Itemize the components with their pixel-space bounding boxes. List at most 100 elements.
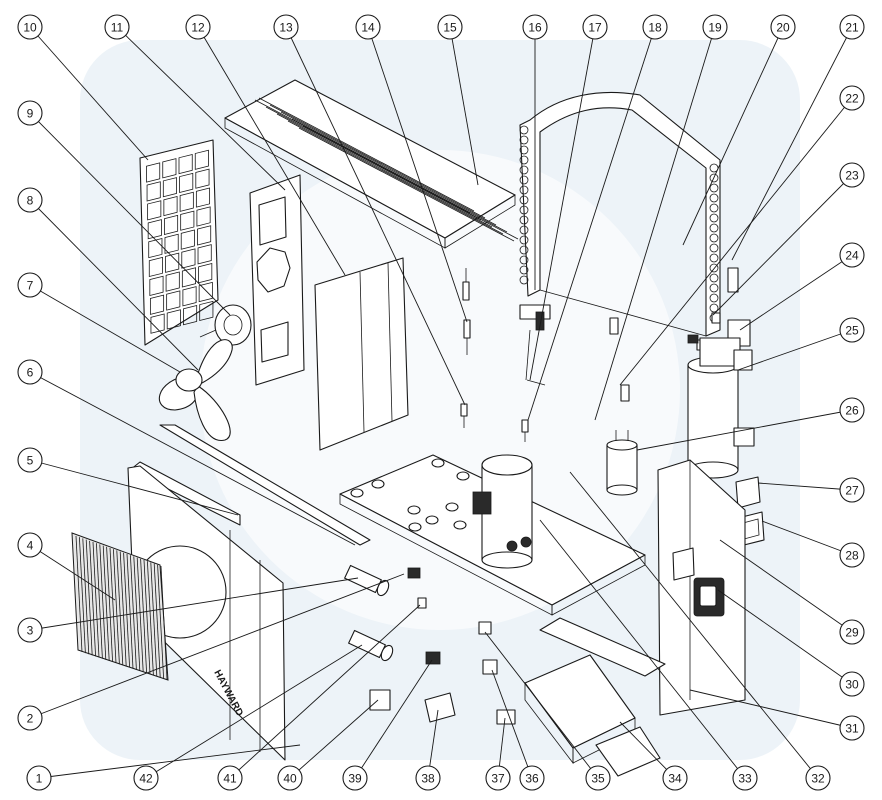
grille-cell xyxy=(148,256,163,278)
callout-circle-40 xyxy=(277,765,303,791)
grille-cell xyxy=(197,244,212,265)
callout-label-5: 5 xyxy=(27,454,34,468)
grille-slat xyxy=(116,550,124,666)
fan-bracket-panel xyxy=(249,174,305,386)
grille-slat xyxy=(109,547,117,664)
front-grille xyxy=(71,532,169,681)
grille-cell xyxy=(198,281,213,303)
callout-label-10: 10 xyxy=(23,21,37,35)
callout-label-23: 23 xyxy=(845,169,859,183)
grille-slat xyxy=(102,545,110,661)
grille-cell xyxy=(182,286,197,307)
callout-label-37: 37 xyxy=(491,772,505,786)
side-panel xyxy=(657,459,746,716)
grille-cell xyxy=(147,219,162,240)
grille-cell xyxy=(146,181,161,202)
callout-circle-12 xyxy=(185,14,211,40)
base-plate xyxy=(539,617,666,677)
coil-bend xyxy=(519,265,529,275)
trim-rails xyxy=(129,424,371,546)
grille-slat xyxy=(140,558,147,673)
callout-circle-7 xyxy=(17,272,43,298)
coil-bend xyxy=(519,125,529,135)
callout-label-16: 16 xyxy=(528,21,542,35)
callout-circle-41 xyxy=(217,765,243,791)
pan-hole xyxy=(350,488,364,498)
callout-label-42: 42 xyxy=(139,772,153,786)
leader-line-12 xyxy=(197,26,346,276)
grille-cell xyxy=(150,313,165,334)
coil-bend xyxy=(519,205,529,215)
leader-line-36 xyxy=(491,669,533,779)
top-cover xyxy=(224,79,519,249)
callout-label-38: 38 xyxy=(421,772,435,786)
grille-cell xyxy=(146,162,161,183)
grille-cell xyxy=(165,271,180,292)
coil-bend xyxy=(709,243,719,253)
grille-cell xyxy=(198,263,213,284)
grille-cell xyxy=(197,225,212,246)
leader-line-8 xyxy=(29,199,199,371)
coil-bend xyxy=(709,303,719,313)
cover-rib-edge xyxy=(269,104,486,219)
coil-bend xyxy=(709,263,719,273)
leader-line-26 xyxy=(636,409,853,451)
leader-line-30 xyxy=(717,589,853,685)
grille-slat xyxy=(136,557,144,672)
leader-line-14 xyxy=(367,26,468,323)
leader-line-32 xyxy=(569,471,819,779)
grille-slat xyxy=(153,563,161,678)
cover-rib-edge xyxy=(280,111,497,226)
callout-label-25: 25 xyxy=(845,324,859,338)
leader-line-34 xyxy=(619,721,676,779)
leader-line-39 xyxy=(354,659,433,779)
leader-line-27 xyxy=(757,482,853,491)
grille-slat xyxy=(89,540,96,657)
coil-bend xyxy=(709,213,719,223)
grille-slat xyxy=(96,543,103,659)
coil-bend xyxy=(709,283,719,293)
grille-cell xyxy=(196,206,211,227)
callout-label-29: 29 xyxy=(845,626,859,640)
coil-bend xyxy=(519,185,529,195)
electrical-components xyxy=(369,621,516,725)
expansion-valve xyxy=(519,304,551,386)
callout-circle-39 xyxy=(342,765,368,791)
grille-cell xyxy=(147,200,162,221)
partition-panel xyxy=(314,257,409,451)
leader-line-25 xyxy=(737,329,853,371)
coil-bend xyxy=(709,183,719,193)
grille-slat xyxy=(160,565,168,680)
callout-label-2: 2 xyxy=(27,712,34,726)
callout-circle-23 xyxy=(839,162,865,188)
coil-bend xyxy=(709,193,719,203)
rear-grille-panel xyxy=(139,139,219,346)
heat-exchanger xyxy=(687,319,755,479)
coil-bend xyxy=(519,245,529,255)
callout-label-14: 14 xyxy=(361,21,375,35)
coil-bend xyxy=(519,255,529,265)
grille-slat xyxy=(106,546,113,662)
grille-slat xyxy=(143,559,151,675)
leader-line-11 xyxy=(116,26,286,191)
leader-line-5 xyxy=(29,459,239,516)
callout-circle-4 xyxy=(17,532,43,558)
callout-label-3: 3 xyxy=(27,624,34,638)
coil-bend xyxy=(709,233,719,243)
leader-line-41 xyxy=(229,604,421,779)
grille-cell xyxy=(163,195,178,217)
electrical-box xyxy=(524,654,661,777)
callout-label-4: 4 xyxy=(27,539,34,553)
callout-label-35: 35 xyxy=(591,772,605,786)
callout-label-13: 13 xyxy=(279,21,293,35)
grille-cell xyxy=(181,267,196,288)
grille-cell xyxy=(149,294,165,315)
callout-label-18: 18 xyxy=(648,21,662,35)
cover-rib xyxy=(287,120,504,235)
grille-slat xyxy=(92,541,100,658)
callout-label-41: 41 xyxy=(223,772,237,786)
grille-cell xyxy=(162,177,177,198)
compressor xyxy=(472,454,533,569)
coil-bend xyxy=(519,235,529,245)
